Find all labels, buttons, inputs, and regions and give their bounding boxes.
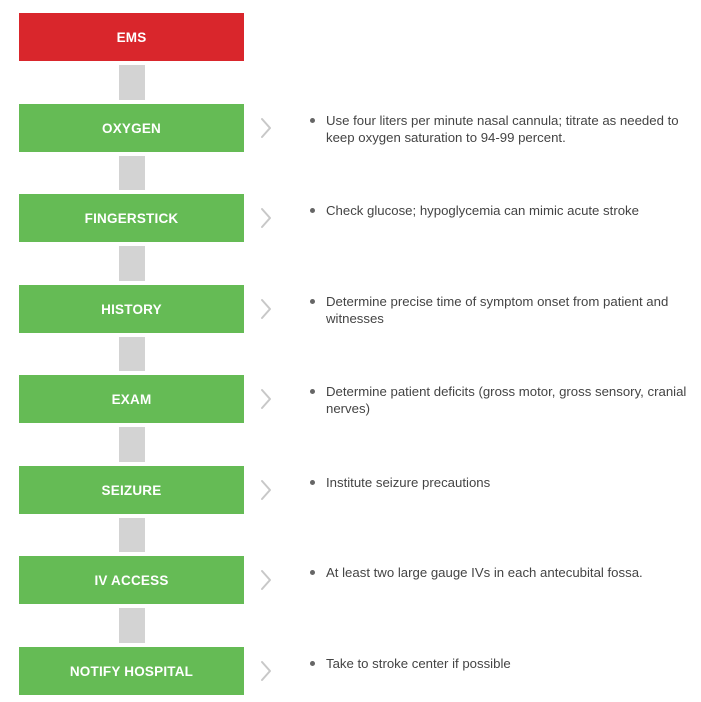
step-box-oxygen: OXYGEN: [19, 104, 244, 152]
step-note: At least two large gauge IVs in each ant…: [310, 564, 690, 581]
bullet-icon: [310, 299, 315, 304]
bullet-icon: [310, 208, 315, 213]
ems-header-box: EMS: [19, 13, 244, 61]
step-note: Determine patient deficits (gross motor,…: [310, 383, 690, 417]
step-box-exam: EXAM: [19, 375, 244, 423]
step-box-history: HISTORY: [19, 285, 244, 333]
step-note-text: Take to stroke center if possible: [326, 656, 511, 671]
connector-7: [119, 608, 145, 643]
chevron-right-icon: [258, 569, 274, 591]
step-note: Use four liters per minute nasal cannula…: [310, 112, 690, 146]
step-note-text: Use four liters per minute nasal cannula…: [326, 113, 679, 145]
connector-1: [119, 65, 145, 100]
connector-3: [119, 246, 145, 281]
bullet-icon: [310, 661, 315, 666]
bullet-icon: [310, 480, 315, 485]
bullet-icon: [310, 118, 315, 123]
step-note-text: Check glucose; hypoglycemia can mimic ac…: [326, 203, 639, 218]
chevron-right-icon: [258, 660, 274, 682]
step-note: Check glucose; hypoglycemia can mimic ac…: [310, 202, 690, 219]
connector-2: [119, 156, 145, 190]
chevron-right-icon: [258, 388, 274, 410]
step-note: Determine precise time of symptom onset …: [310, 293, 690, 327]
chevron-right-icon: [258, 298, 274, 320]
connector-5: [119, 427, 145, 462]
chevron-right-icon: [258, 479, 274, 501]
step-note-text: Institute seizure precautions: [326, 475, 491, 490]
step-box-iv-access: IV ACCESS: [19, 556, 244, 604]
step-note-text: Determine precise time of symptom onset …: [326, 294, 669, 326]
connector-6: [119, 518, 145, 552]
bullet-icon: [310, 389, 315, 394]
connector-4: [119, 337, 145, 371]
step-note-text: At least two large gauge IVs in each ant…: [326, 565, 643, 580]
step-note: Institute seizure precautions: [310, 474, 690, 491]
step-note-text: Determine patient deficits (gross motor,…: [326, 384, 687, 416]
step-box-fingerstick: FINGERSTICK: [19, 194, 244, 242]
step-note: Take to stroke center if possible: [310, 655, 690, 672]
chevron-right-icon: [258, 117, 274, 139]
bullet-icon: [310, 570, 315, 575]
step-box-seizure: SEIZURE: [19, 466, 244, 514]
step-box-notify-hospital: NOTIFY HOSPITAL: [19, 647, 244, 695]
chevron-right-icon: [258, 207, 274, 229]
